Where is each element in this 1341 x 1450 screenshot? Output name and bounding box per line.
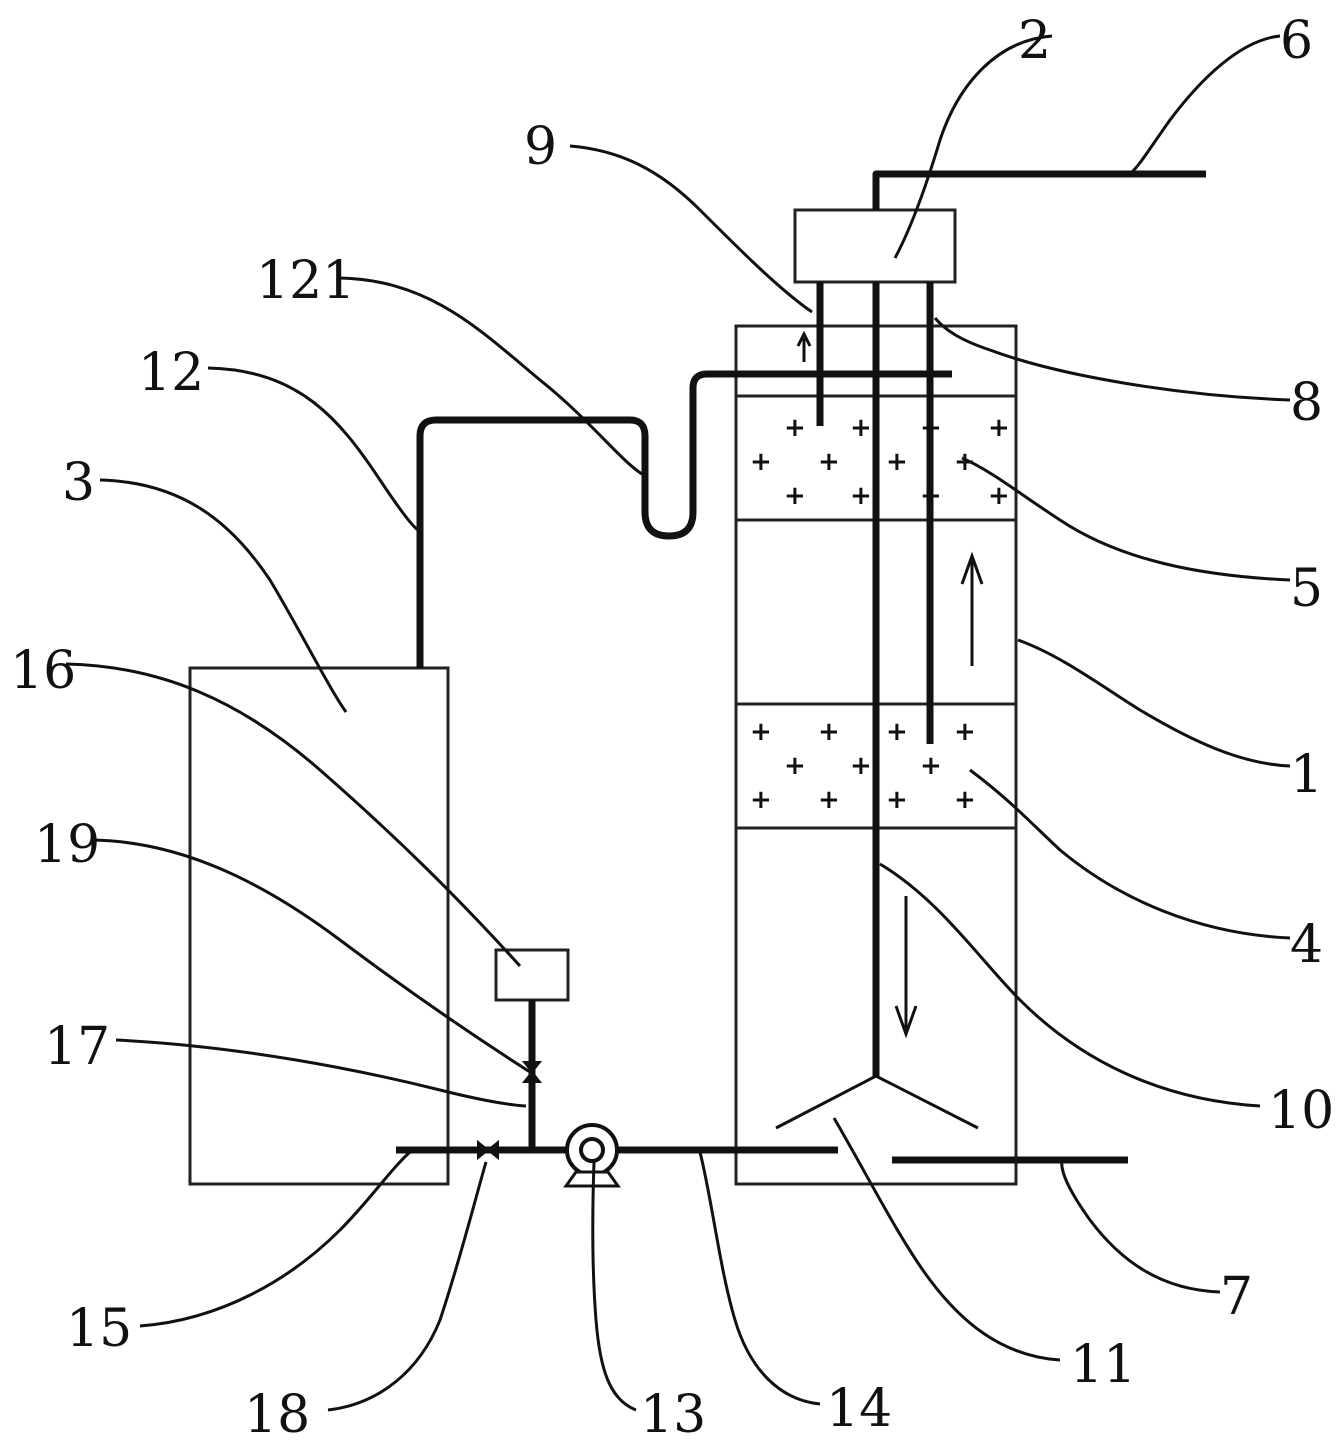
label-8: 8 — [1290, 373, 1323, 433]
top-unit-box — [793, 208, 957, 284]
small-up-arrow — [796, 330, 812, 362]
dosing-box-16 — [494, 948, 570, 1002]
down-arrow — [894, 896, 918, 1039]
label-9: 9 — [524, 117, 557, 177]
svg-text:+: + — [886, 785, 908, 815]
up-arrow — [960, 551, 984, 666]
svg-text:+: + — [988, 413, 1010, 443]
svg-text:+: + — [750, 447, 772, 477]
svg-text:+: + — [750, 785, 772, 815]
label-16: 16 — [10, 641, 76, 701]
label-5: 5 — [1290, 559, 1323, 619]
svg-text:+: + — [784, 751, 806, 781]
label-13: 13 — [640, 1385, 706, 1445]
svg-text:+: + — [750, 717, 772, 747]
label-18: 18 — [244, 1385, 310, 1445]
label-17: 17 — [44, 1017, 110, 1077]
svg-text:+: + — [954, 785, 976, 815]
svg-text:+: + — [988, 481, 1010, 511]
label-3: 3 — [62, 453, 95, 513]
svg-text:+: + — [784, 413, 806, 443]
svg-text:+: + — [850, 751, 872, 781]
leader-lines — [65, 34, 1291, 1412]
svg-text:+: + — [850, 481, 872, 511]
valve-19 — [521, 1061, 543, 1083]
outlet-pipe-6 — [872, 170, 1206, 210]
label-1: 1 — [1290, 745, 1323, 805]
pump-13 — [563, 1123, 621, 1188]
label-11: 11 — [1070, 1335, 1136, 1395]
label-6: 6 — [1280, 11, 1313, 71]
label-10: 10 — [1268, 1081, 1334, 1141]
svg-text:+: + — [818, 717, 840, 747]
svg-text:+: + — [920, 751, 942, 781]
svg-text:+: + — [954, 447, 976, 477]
label-12: 12 — [138, 343, 204, 403]
svg-text:+: + — [784, 481, 806, 511]
svg-text:+: + — [954, 717, 976, 747]
svg-text:+: + — [886, 447, 908, 477]
label-14: 14 — [826, 1379, 892, 1439]
svg-text:+: + — [886, 717, 908, 747]
label-19: 19 — [34, 815, 100, 875]
distributor-11 — [775, 1074, 979, 1130]
valve-18 — [477, 1139, 499, 1161]
lower-packed-bed: + + + + + + + + + + + — [734, 702, 1018, 830]
gas-pipe-12 — [416, 370, 952, 668]
label-7: 7 — [1220, 1267, 1253, 1327]
label-15: 15 — [66, 1299, 132, 1359]
svg-text:+: + — [818, 785, 840, 815]
label-2: 2 — [1018, 11, 1051, 71]
svg-text:+: + — [850, 413, 872, 443]
label-4: 4 — [1290, 915, 1323, 975]
label-121: 121 — [256, 251, 355, 311]
svg-text:+: + — [818, 447, 840, 477]
